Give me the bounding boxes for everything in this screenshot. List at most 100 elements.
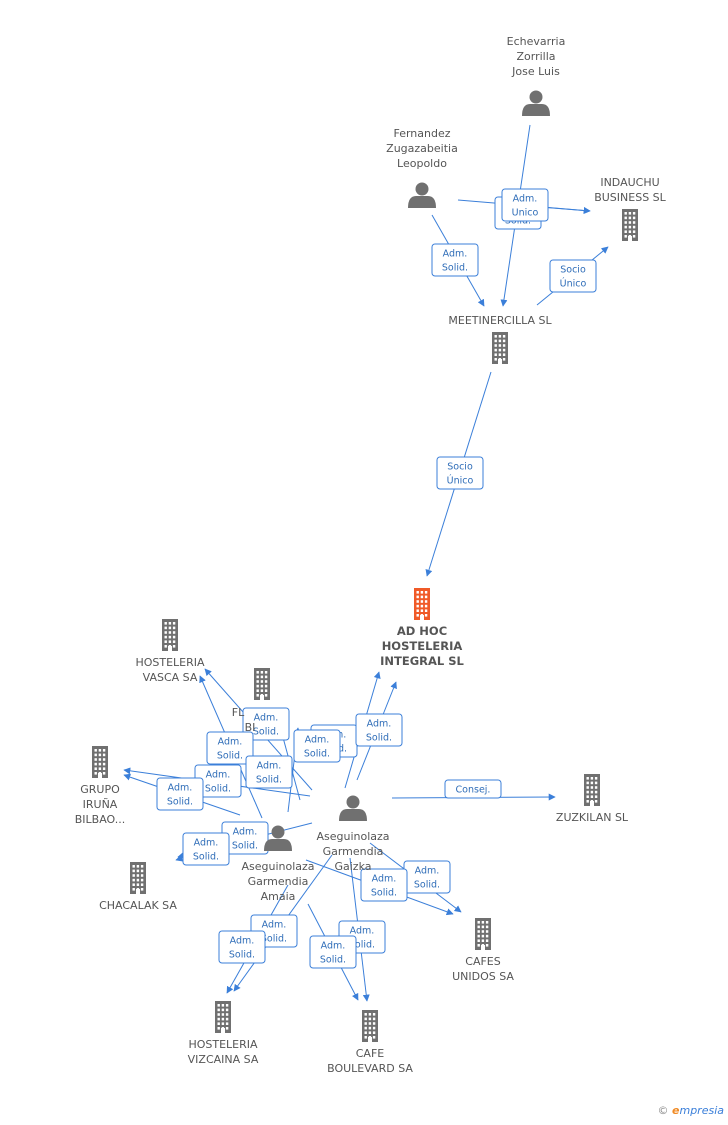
building-icon [92, 746, 108, 778]
node-label: Garmendia [323, 845, 384, 858]
node-label: Leopoldo [397, 157, 447, 170]
edge-label-amaia-to-boulevard[interactable]: Adm. Solid. [309, 935, 357, 969]
edge-label-amaia-to-adhoc[interactable]: Adm. Solid. [355, 713, 403, 747]
edge-label-amaia-to-chacalak[interactable]: Adm. Solid. [182, 832, 230, 866]
edge-label-text: Solid. [229, 950, 255, 961]
company-node-indauchu[interactable]: INDAUCHU BUSINESS SL [594, 176, 667, 241]
node-label: Garmendia [248, 875, 309, 888]
company-node-iruna[interactable]: GRUPO IRUÑA BILBAO... [75, 746, 126, 826]
edge-label-text: Consej. [456, 785, 491, 796]
node-label: IRUÑA [83, 798, 118, 811]
edge-label-text: Solid. [167, 797, 193, 808]
node-label: BI [245, 721, 256, 734]
node-label: AD HOC [397, 624, 447, 638]
node-label: ZUZKILAN SL [556, 811, 629, 824]
person-icon [522, 90, 550, 116]
edge-label-text: Adm. [372, 874, 397, 885]
edge-label-text: Solid. [442, 263, 468, 274]
edge-label-text: Adm. [321, 941, 346, 952]
node-label: HOSTELERIA [382, 639, 463, 653]
node-label: VIZCAINA SA [188, 1053, 259, 1066]
edge-label-text: Solid. [304, 749, 330, 760]
node-label: CAFE [356, 1047, 385, 1060]
edge-label-text: Adm. [194, 838, 219, 849]
node-label: HOSTELERIA [135, 656, 205, 669]
edge-label-text: Adm. [513, 194, 538, 205]
edge-label-gaizka-to-cafes[interactable]: Adm.Solid. [403, 860, 451, 894]
node-label: BOULEVARD SA [327, 1062, 413, 1075]
building-icon [215, 1001, 231, 1033]
edge-label-text: Solid. [217, 751, 243, 762]
node-label: MEETINERCILLA SL [448, 314, 552, 327]
building-icon [162, 619, 178, 651]
node-label: CAFES [465, 955, 500, 968]
node-label: Zorrilla [516, 50, 555, 63]
edge-label-text: Único [447, 475, 474, 487]
person-icon [339, 795, 367, 821]
edge-label-text: Solid. [256, 775, 282, 786]
building-icon [492, 332, 508, 364]
edge-label-echevarria-to-indauchu[interactable]: Adm. Unico [501, 188, 549, 222]
building-icon [622, 209, 638, 241]
footer-brand[interactable]: © empresia [658, 1104, 724, 1117]
node-label: BILBAO... [75, 813, 126, 826]
edge-labels-layer: Adm.Solid.Adm.UnicoAdm.Solid.SocioÚnicoS… [156, 188, 597, 969]
edge-label-text: Adm. [230, 936, 255, 947]
edge-label-amaia-to-hvizcaina[interactable]: Adm. Solid. [218, 930, 266, 964]
edge-label-gaizka-to-hvasca[interactable]: Adm. Solid. [242, 707, 290, 741]
edge-label-text: Solid. [193, 852, 219, 863]
building-icon [130, 862, 146, 894]
edge-label-amaia-to-hvasca[interactable]: Adm. Solid. [206, 731, 254, 765]
edge-label-text: Socio [560, 265, 586, 276]
building-icon [254, 668, 270, 700]
building-icon [362, 1010, 378, 1042]
edge-label-text: Único [560, 278, 587, 290]
company-node-boulevard[interactable]: CAFE BOULEVARD SA [327, 1010, 413, 1075]
edge-label-text: Unico [512, 208, 539, 219]
node-label: FL [232, 706, 245, 719]
edge-label-gaizka-to-zuzkilan[interactable]: Consej. [444, 779, 502, 799]
edge-label-text: Solid. [320, 955, 346, 966]
company-node-meetinercilla[interactable]: MEETINERCILLA SL [448, 314, 552, 364]
edge-label-text: Adm. [206, 770, 231, 781]
node-label: Fernandez [393, 127, 450, 140]
node-label: INDAUCHU [600, 176, 659, 189]
edge-label-text: Adm. [233, 827, 258, 838]
company-node-chacalak[interactable]: CHACALAK SA [99, 862, 177, 912]
edge-label-text: Adm. [254, 713, 279, 724]
edge-label-fernandez-to-meetinercilla[interactable]: Adm. Solid. [431, 243, 479, 277]
edge-label-text: Adm. [367, 719, 392, 730]
edge-label-text: Solid. [366, 733, 392, 744]
company-node-hvasca[interactable]: HOSTELERIA VASCA SA [135, 619, 205, 684]
edge-label-text: Adm. [218, 737, 243, 748]
node-label: Zugazabeitia [386, 142, 458, 155]
edge-label-text: Adm. [257, 761, 282, 772]
edge-label-text: Solid. [253, 727, 279, 738]
edge-label-amaia-to-iruna[interactable]: Adm. Solid. [156, 777, 204, 811]
edge-label-text: Adm. [443, 249, 468, 260]
company-node-zuzkilan[interactable]: ZUZKILAN SL [556, 774, 629, 824]
node-label: VASCA SA [143, 671, 198, 684]
person-icon [264, 825, 292, 851]
node-label: Amaia [261, 890, 296, 903]
edge-label-amaia-to-fl[interactable]: Adm.Solid. [293, 729, 341, 763]
copyright-icon: © [657, 1104, 669, 1117]
edge-label-amaia-to-cafes[interactable]: Adm.Solid. [360, 868, 408, 902]
node-label: BUSINESS SL [594, 191, 666, 204]
node-label: GRUPO [80, 783, 120, 796]
edge-label-gaizka-to-fl[interactable]: Adm. Solid. [245, 755, 293, 789]
person-icon [408, 182, 436, 208]
node-label: Gaizka [334, 860, 371, 873]
edge-label-text: Adm. [168, 783, 193, 794]
